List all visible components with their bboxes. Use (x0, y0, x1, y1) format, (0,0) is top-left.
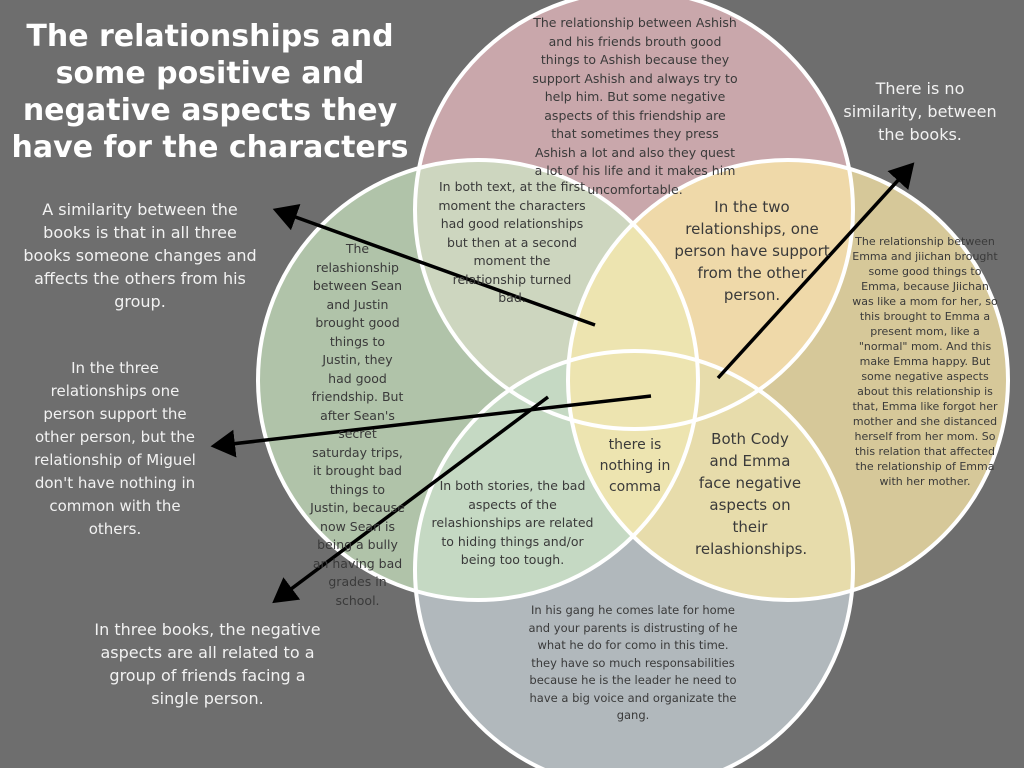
circle-bottom-text: In his gang he comes late for home and y… (528, 603, 738, 722)
circle-right-text: The relationship between Emma and jiicha… (852, 235, 998, 488)
circle-outlines (256, 0, 1010, 768)
note-no-similarity: There is no similarity, between the book… (843, 79, 997, 144)
note-three-relationships: In the three relationships one person su… (34, 359, 196, 538)
overlap-center-text: there is nothing in comma (599, 437, 671, 495)
overlap-top-right-text: In the two relationships, one person hav… (674, 198, 830, 304)
arrows (210, 162, 915, 604)
page-title: The relationships and some positive and … (11, 19, 409, 165)
circle-left-text: The relashionship between Sean and Justi… (310, 241, 405, 608)
arrow-negative-aspects (272, 395, 550, 604)
circle-top-text: The relationship between Ashish and his … (532, 15, 738, 197)
overlap-left-bottom-text: In both stories, the bad aspects of the … (431, 478, 594, 567)
arrow-no-similarity (716, 162, 915, 380)
overlap-right-bottom-text: Both Cody and Emma face negative aspects… (695, 430, 808, 558)
overlap-top-left-text: In both text, at the first moment the ch… (438, 179, 586, 305)
arrow-three-relationships (210, 394, 652, 458)
note-negative-aspects: In three books, the negative aspects are… (94, 620, 321, 708)
note-similarity: A similarity between the books is that i… (23, 200, 257, 311)
arrow-similarity (272, 203, 596, 327)
